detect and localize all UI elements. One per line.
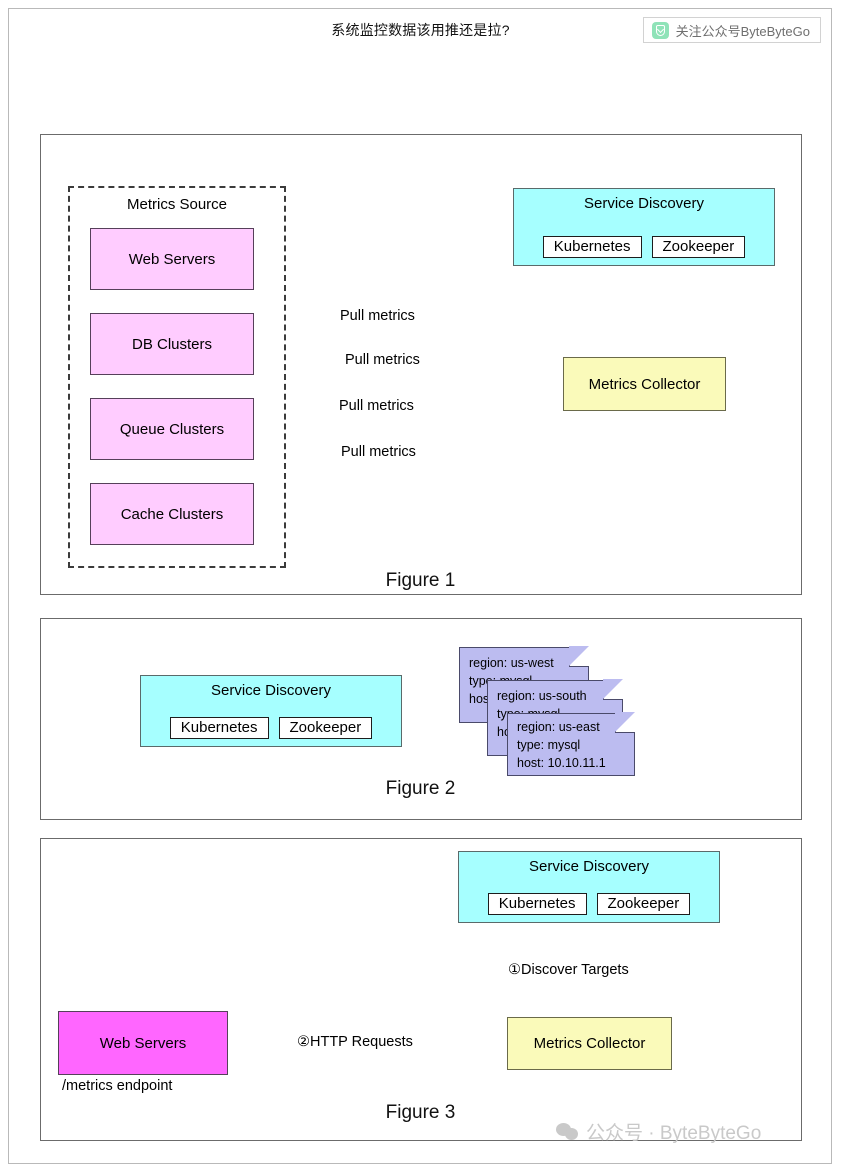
node-web-servers-f3[interactable]: Web Servers [58,1011,228,1075]
service-discovery-title: Service Discovery [528,858,650,875]
folded-corner-icon [615,712,635,733]
note-line: type: mysql [517,738,581,752]
step-2-http-requests-label: ②HTTP Requests [295,1034,415,1050]
watermark: 公众号 · ByteByteGo [556,1118,761,1145]
node-label: Web Servers [99,1034,187,1052]
service-discovery-f3[interactable]: Service Discovery Kubernetes Zookeeper [458,851,720,923]
figure-1-caption: Figure 1 [385,570,456,591]
step-1-discover-targets-label: ①Discover Targets [508,962,629,978]
node-label: Queue Clusters [119,420,225,438]
watermark-text: 公众号 · ByteByteGo [586,1123,762,1144]
note-line: host: 10.10.11.1 [517,756,606,770]
service-discovery-chips: Kubernetes Zookeeper [459,893,719,915]
service-discovery-title: Service Discovery [583,195,705,212]
figure-3-caption: Figure 3 [385,1102,456,1123]
node-metrics-collector-f1[interactable]: Metrics Collector [563,357,726,411]
chip-zookeeper[interactable]: Zookeeper [596,893,691,915]
wechat-chip-icon [651,21,669,39]
note-line: region: us-south [497,689,587,703]
node-label: Metrics Collector [588,375,701,393]
note-line: region: us-west [469,656,554,670]
chip-zookeeper[interactable]: Zookeeper [278,717,373,739]
wechat-logo-icon [556,1122,578,1141]
chip-zookeeper[interactable]: Zookeeper [651,236,746,258]
chip-kubernetes[interactable]: Kubernetes [487,893,587,915]
page-title: 系统监控数据该用推还是拉? [331,22,510,38]
node-label: Web Servers [128,250,216,268]
note-line: region: us-east [517,720,600,734]
service-discovery-f2[interactable]: Service Discovery Kubernetes Zookeeper [140,675,402,747]
chip-kubernetes[interactable]: Kubernetes [169,717,269,739]
node-label: Metrics Collector [533,1035,646,1052]
chip-kubernetes[interactable]: Kubernetes [542,236,642,258]
figure-2-caption: Figure 2 [385,778,456,799]
node-cache-clusters-f1[interactable]: Cache Clusters [90,483,254,545]
node-label: DB Clusters [131,335,213,353]
node-db-clusters-f1[interactable]: DB Clusters [90,313,254,375]
metrics-source-group [68,186,286,568]
node-label: Cache Clusters [120,505,224,523]
service-discovery-chips: Kubernetes Zookeeper [514,236,774,258]
node-queue-clusters-f1[interactable]: Queue Clusters [90,398,254,460]
folded-corner-icon [569,646,589,667]
figure-3-panel [40,838,802,1141]
metrics-endpoint-label: /metrics endpoint [62,1078,173,1094]
edge-label-pull-metrics-2: Pull metrics [343,352,422,368]
metrics-source-title: Metrics Source [126,196,228,213]
node-web-servers-f1[interactable]: Web Servers [90,228,254,290]
edge-label-pull-metrics-1: Pull metrics [338,308,417,324]
follow-account-badge[interactable]: 关注公众号ByteByteGo [642,17,821,43]
follow-account-label: 关注公众号ByteByteGo [675,23,810,39]
target-note-card-3[interactable]: region: us-east type: mysql host: 10.10.… [507,712,635,776]
node-metrics-collector-f3[interactable]: Metrics Collector [507,1017,672,1070]
service-discovery-chips: Kubernetes Zookeeper [141,717,401,739]
service-discovery-title: Service Discovery [210,682,332,699]
edge-label-pull-metrics-4: Pull metrics [339,444,418,460]
edge-label-pull-metrics-3: Pull metrics [337,398,416,414]
folded-corner-icon [603,679,623,700]
service-discovery-f1[interactable]: Service Discovery Kubernetes Zookeeper [513,188,775,266]
